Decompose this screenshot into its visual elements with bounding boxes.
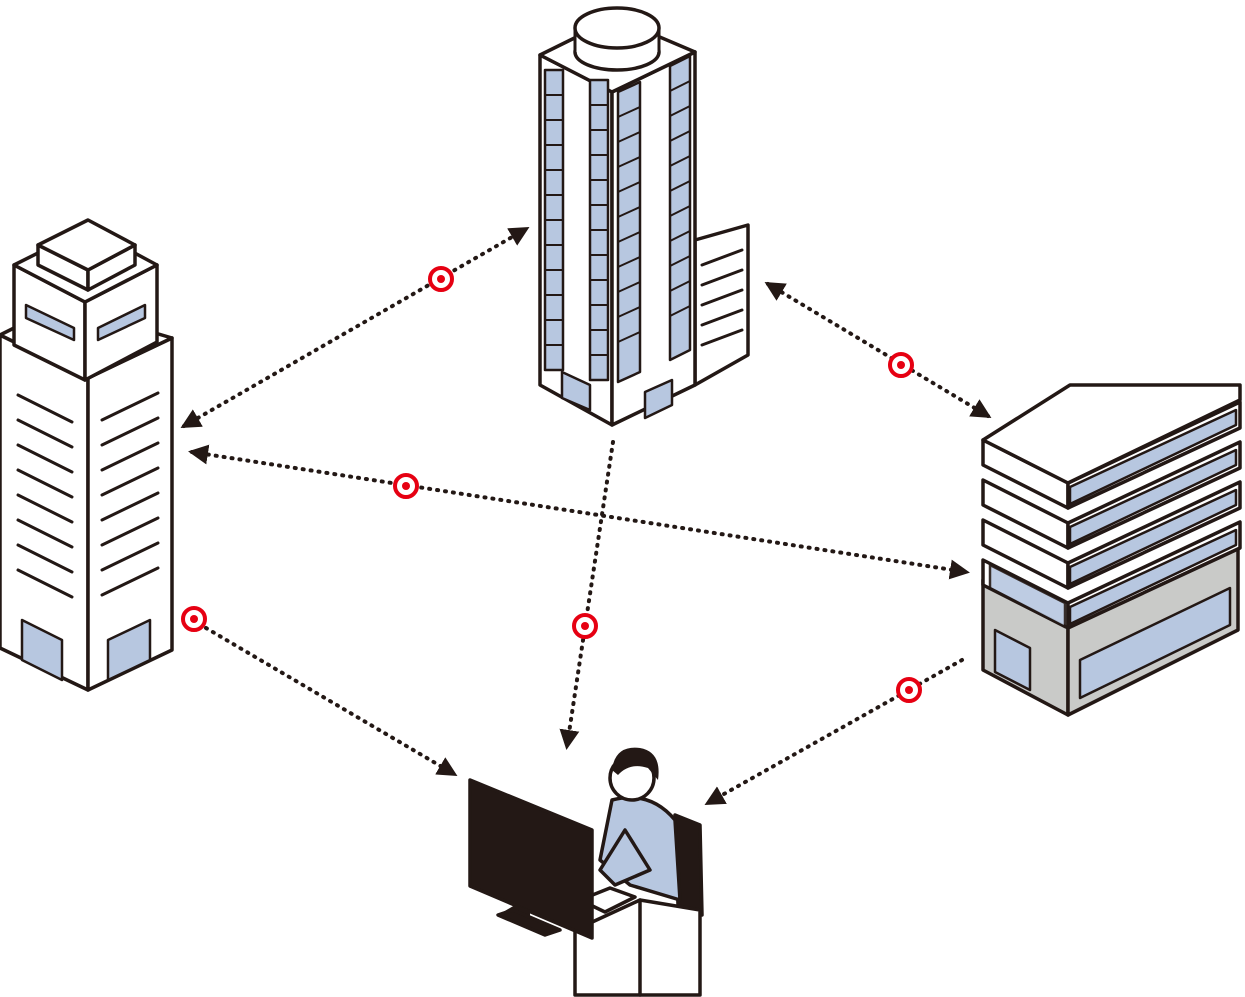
- target-marker-icon: [888, 352, 914, 378]
- commercial-building-icon: [981, 383, 1242, 717]
- link-right-user: [704, 658, 964, 805]
- skyscraper-icon: [538, 6, 750, 427]
- target-marker-icon: [572, 613, 598, 639]
- target-marker-icon: [393, 473, 419, 499]
- link-left-right: [188, 444, 970, 580]
- target-marker-icon: [181, 606, 207, 632]
- target-marker-icon: [428, 266, 454, 292]
- link-center-user: [559, 440, 615, 750]
- target-markers: [181, 266, 922, 703]
- connection-lines: [180, 227, 992, 805]
- link-left-user: [204, 626, 458, 777]
- target-marker-icon: [896, 677, 922, 703]
- link-center-right: [764, 281, 992, 419]
- computer-user-icon: [468, 747, 704, 997]
- link-left-center: [180, 227, 530, 428]
- office-building-icon: [0, 218, 174, 692]
